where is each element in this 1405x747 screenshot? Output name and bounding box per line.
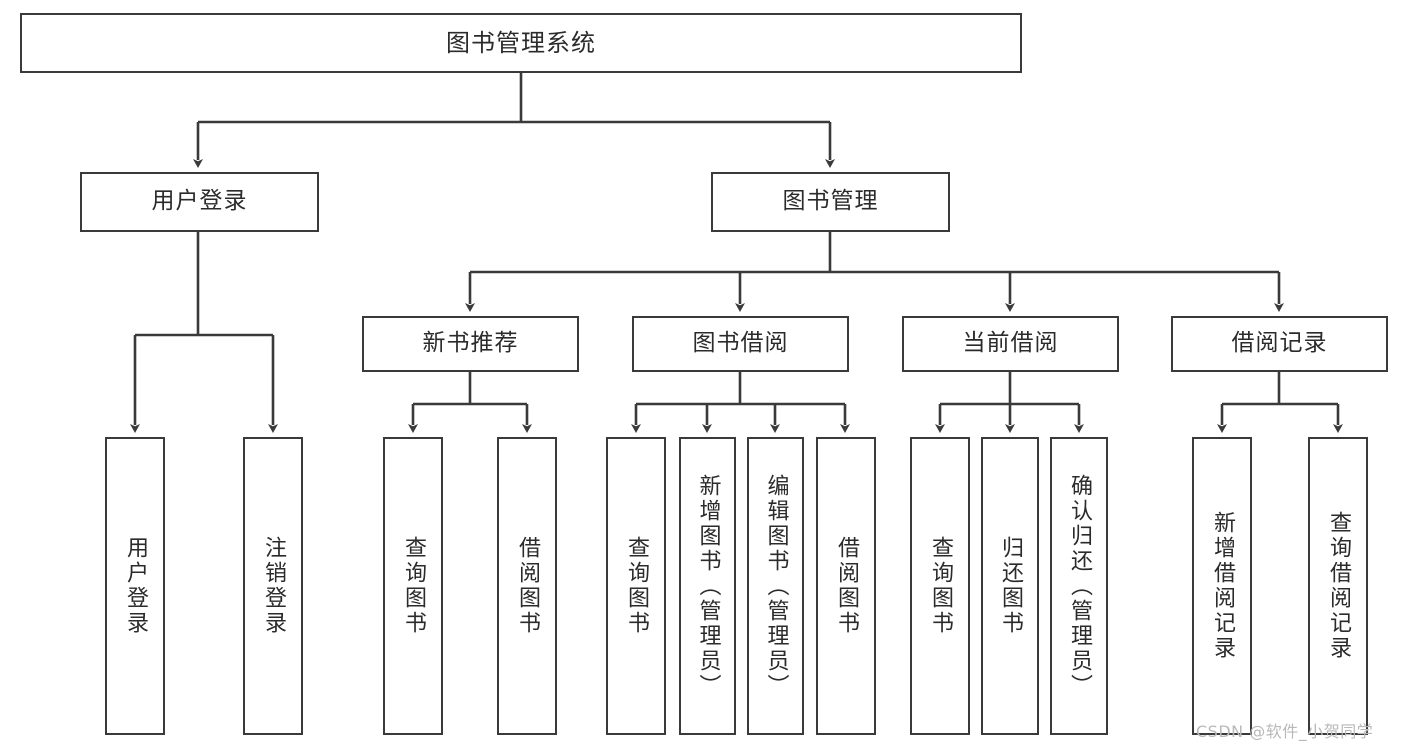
node-leaf-add-book-admin-label: 新增图书（管理员） — [695, 473, 721, 699]
node-leaf-return-book[interactable]: 归还图书 — [981, 437, 1039, 735]
node-leaf-query-book-1-label: 查询图书 — [400, 536, 426, 636]
node-leaf-confirm-return-admin[interactable]: 确认归还（管理员） — [1050, 437, 1108, 735]
node-book-mgmt-label: 图书管理 — [782, 188, 879, 215]
node-leaf-query-borrow-record[interactable]: 查询借阅记录 — [1308, 437, 1368, 735]
node-new-book-rec[interactable]: 新书推荐 — [362, 316, 579, 372]
node-borrow-record-label: 借阅记录 — [1231, 330, 1328, 357]
node-current-borrow[interactable]: 当前借阅 — [902, 316, 1119, 372]
node-root-label: 图书管理系统 — [446, 28, 596, 57]
node-leaf-query-book-2-label: 查询图书 — [623, 536, 649, 636]
node-root[interactable]: 图书管理系统 — [20, 13, 1022, 73]
node-book-mgmt[interactable]: 图书管理 — [711, 172, 950, 232]
node-leaf-return-book-label: 归还图书 — [997, 536, 1023, 636]
node-leaf-user-login-label: 用户登录 — [122, 536, 148, 636]
node-leaf-query-borrow-record-label: 查询借阅记录 — [1325, 511, 1351, 661]
node-leaf-edit-book-admin[interactable]: 编辑图书（管理员） — [747, 437, 804, 735]
node-leaf-edit-book-admin-label: 编辑图书（管理员） — [763, 473, 789, 699]
node-book-borrow[interactable]: 图书借阅 — [632, 316, 849, 372]
node-leaf-borrow-book-1[interactable]: 借阅图书 — [497, 437, 557, 735]
watermark-text: CSDN @软件_小贺同学 — [1196, 722, 1374, 741]
node-leaf-query-book-2[interactable]: 查询图书 — [606, 437, 666, 735]
node-leaf-confirm-return-admin-label: 确认归还（管理员） — [1066, 473, 1092, 699]
node-current-borrow-label: 当前借阅 — [962, 330, 1059, 357]
node-leaf-query-book-1[interactable]: 查询图书 — [383, 437, 443, 735]
node-leaf-borrow-book-2-label: 借阅图书 — [833, 536, 859, 636]
node-leaf-add-borrow-record-label: 新增借阅记录 — [1209, 511, 1235, 661]
node-leaf-logout[interactable]: 注销登录 — [243, 437, 303, 735]
node-leaf-add-book-admin[interactable]: 新增图书（管理员） — [679, 437, 736, 735]
node-borrow-record[interactable]: 借阅记录 — [1171, 316, 1388, 372]
node-leaf-add-borrow-record[interactable]: 新增借阅记录 — [1192, 437, 1252, 735]
node-leaf-logout-label: 注销登录 — [260, 536, 286, 636]
node-user-login[interactable]: 用户登录 — [80, 172, 319, 232]
node-user-login-label: 用户登录 — [151, 188, 248, 215]
node-book-borrow-label: 图书借阅 — [692, 330, 789, 357]
node-leaf-borrow-book-2[interactable]: 借阅图书 — [816, 437, 876, 735]
node-leaf-query-book-3-label: 查询图书 — [927, 536, 953, 636]
node-leaf-user-login[interactable]: 用户登录 — [105, 437, 165, 735]
node-new-book-rec-label: 新书推荐 — [422, 330, 519, 357]
node-leaf-query-book-3[interactable]: 查询图书 — [910, 437, 970, 735]
node-leaf-borrow-book-1-label: 借阅图书 — [514, 536, 540, 636]
